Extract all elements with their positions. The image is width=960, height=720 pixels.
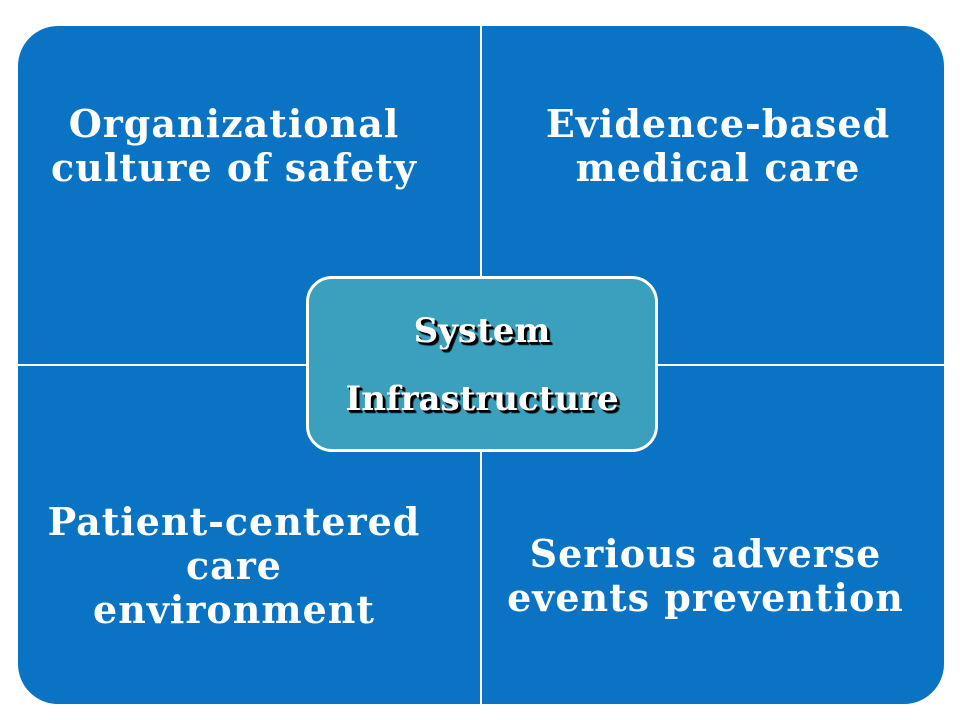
quadrant-top-left-line-1: Organizational [68, 101, 400, 146]
center-line-1: System [413, 311, 551, 351]
quadrant-bottom-right-text: Serious adverse events prevention [497, 532, 914, 620]
quadrant-top-left-text: Organizational culture of safety [38, 102, 430, 190]
quadrant-organizational-culture: Organizational culture of safety [18, 26, 480, 364]
quadrant-top-left-line-2: culture of safety [51, 145, 417, 190]
quadrant-bottom-right-line-1: Serious adverse [529, 531, 882, 576]
center-line-2: Infrastructure [345, 379, 619, 419]
quadrant-bottom-left-line-2: care [186, 543, 282, 588]
quadrant-top-right-text: Evidence-based medical care [522, 102, 914, 190]
quadrant-bottom-left-line-1: Patient-centered [47, 499, 421, 544]
quadrant-top-right-line-2: medical care [575, 145, 861, 190]
quadrant-top-right-line-1: Evidence-based [545, 101, 891, 146]
quadrant-bottom-left-line-3: environment [93, 587, 375, 632]
quadrant-bottom-left-text: Patient-centered care environment [38, 500, 430, 632]
center-system-infrastructure: System Infrastructure [306, 276, 658, 452]
quadrant-bottom-right-line-2: events prevention [507, 575, 904, 620]
